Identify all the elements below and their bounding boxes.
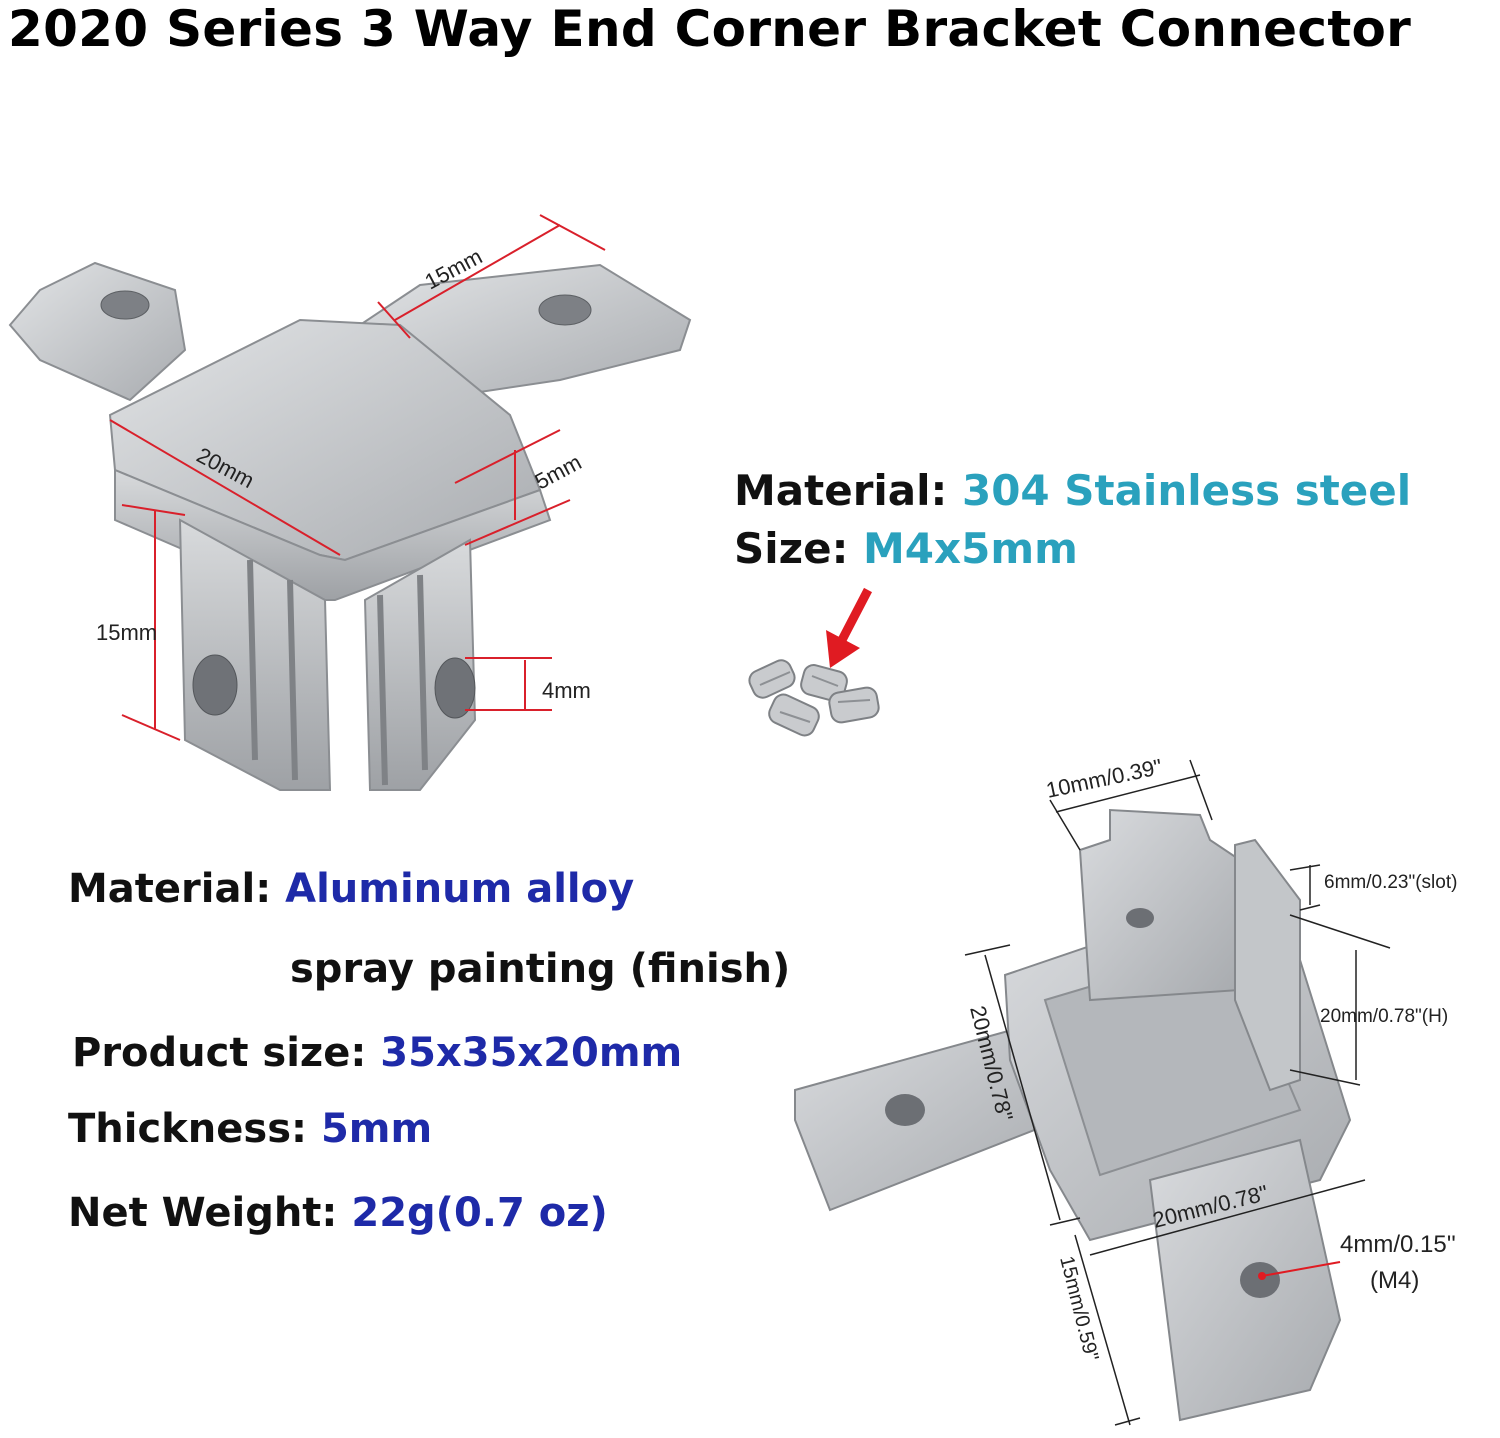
set-screws-figure [748, 587, 880, 737]
finish-line: spray painting (finish) [290, 946, 791, 992]
screw-size-value: M4x5mm [863, 524, 1078, 573]
net-weight-value: 22g(0.7 oz) [351, 1190, 608, 1236]
net-weight-line: Net Weight: 22g(0.7 oz) [68, 1190, 608, 1236]
dim-label-thickness: 5mm [531, 449, 586, 494]
screw-material-value: 304 Stainless steel [961, 466, 1412, 515]
dim-label-leg-length: 15mm [96, 620, 157, 645]
bracket-dimension-figure: 10mm/0.39" 6mm/0.23"(slot) 20mm/0.78"(H)… [794, 754, 1457, 1426]
dim-label-hole-size: 4mm/0.15'' [1340, 1231, 1456, 1258]
net-weight-label: Net Weight: [68, 1190, 338, 1236]
dim-label-slot: 6mm/0.23"(slot) [1324, 872, 1457, 893]
material-label: Material: [68, 866, 272, 912]
dim-label-hole-thread: (M4) [1370, 1267, 1419, 1294]
dim-label-height: 20mm/0.78"(H) [1320, 1006, 1448, 1027]
screw-material-label: Material: [734, 466, 948, 515]
thickness-value: 5mm [320, 1106, 433, 1152]
product-size-value: 35x35x20mm [380, 1030, 683, 1076]
screw-size-label: Size: [734, 524, 849, 573]
product-size-line: Product size: 35x35x20mm [72, 1030, 682, 1076]
page-title: 2020 Series 3 Way End Corner Bracket Con… [8, 0, 1412, 58]
red-arrow-icon [826, 587, 872, 668]
dim-label-top-width: 10mm/0.39" [1044, 754, 1164, 803]
material-value: Aluminum alloy [285, 866, 635, 912]
screw-size-line: Size: M4x5mm [734, 524, 1078, 573]
bracket-top-view-figure: 15mm 20mm 5mm 15mm 4mm [8, 214, 692, 791]
screw-material-line: Material: 304 Stainless steel [734, 466, 1411, 515]
dim-label-arm: 15mm/0.59" [1055, 1254, 1102, 1363]
dim-label-hole: 4mm [542, 678, 591, 703]
thickness-label: Thickness: [68, 1106, 308, 1152]
material-line: Material: Aluminum alloy [68, 866, 634, 912]
thickness-line: Thickness: 5mm [68, 1106, 432, 1152]
product-size-label: Product size: [72, 1030, 367, 1076]
